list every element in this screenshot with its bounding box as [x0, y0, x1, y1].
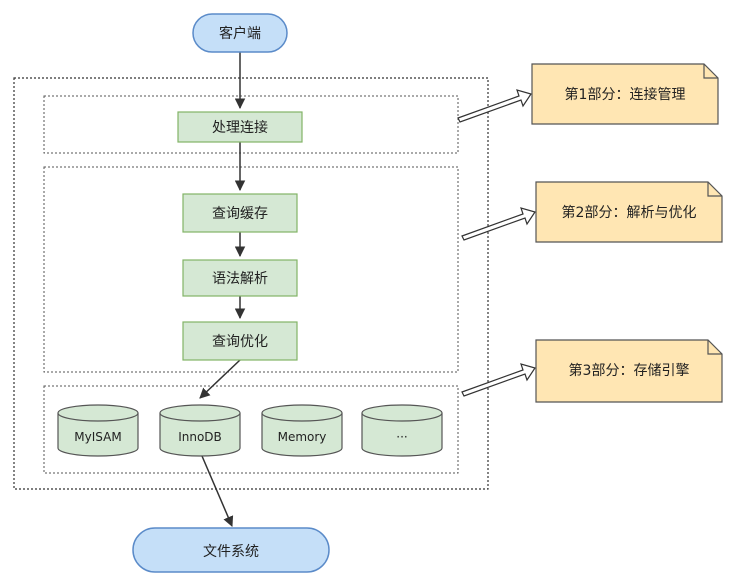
callout-arrow-3: [461, 363, 536, 397]
section-storage-engines: [43, 385, 459, 474]
note-parse-optimize: 第2部分：解析与优化: [535, 181, 723, 243]
engine-memory-label: Memory: [278, 430, 327, 444]
arrow-innodb-to-filesystem: [201, 455, 234, 527]
note-connection-management: 第1部分：连接管理: [531, 63, 719, 125]
engine-innodb-label: InnoDB: [178, 430, 222, 444]
step-connection-label: 处理连接: [212, 119, 268, 136]
step-parse-label: 语法解析: [212, 271, 268, 287]
arrow-optimize-to-innodb: [199, 359, 241, 399]
note-1-label: 第1部分：连接管理: [565, 86, 686, 103]
section-connection: [43, 95, 459, 154]
section-parse-optimize: [43, 166, 459, 373]
note-3-label: 第3部分：存储引擎: [569, 362, 690, 379]
engine-more: ···: [361, 404, 443, 457]
step-optimize: [182, 321, 298, 361]
filesystem-label: 文件系统: [203, 544, 259, 560]
step-optimize-label: 查询优化: [212, 334, 268, 350]
note-storage-engine: 第3部分：存储引擎: [535, 339, 723, 403]
engine-more-label: ···: [396, 430, 407, 444]
note-2-label: 第2部分：解析与优化: [562, 204, 697, 221]
filesystem-node: [132, 527, 330, 573]
step-connection: [177, 111, 303, 143]
engine-innodb: InnoDB: [159, 404, 241, 457]
callout-arrow-2: [461, 207, 536, 241]
engine-myisam: MyISAM: [57, 404, 139, 457]
engine-myisam-label: MyISAM: [74, 430, 121, 444]
callout-arrow-1: [457, 89, 532, 123]
client-label: 客户端: [219, 25, 261, 42]
step-query-cache: [182, 193, 298, 233]
engine-memory: Memory: [261, 404, 343, 457]
step-parse: [182, 259, 298, 297]
client-node: [192, 13, 288, 53]
server-boundary: [13, 77, 489, 490]
step-query-cache-label: 查询缓存: [212, 206, 268, 222]
